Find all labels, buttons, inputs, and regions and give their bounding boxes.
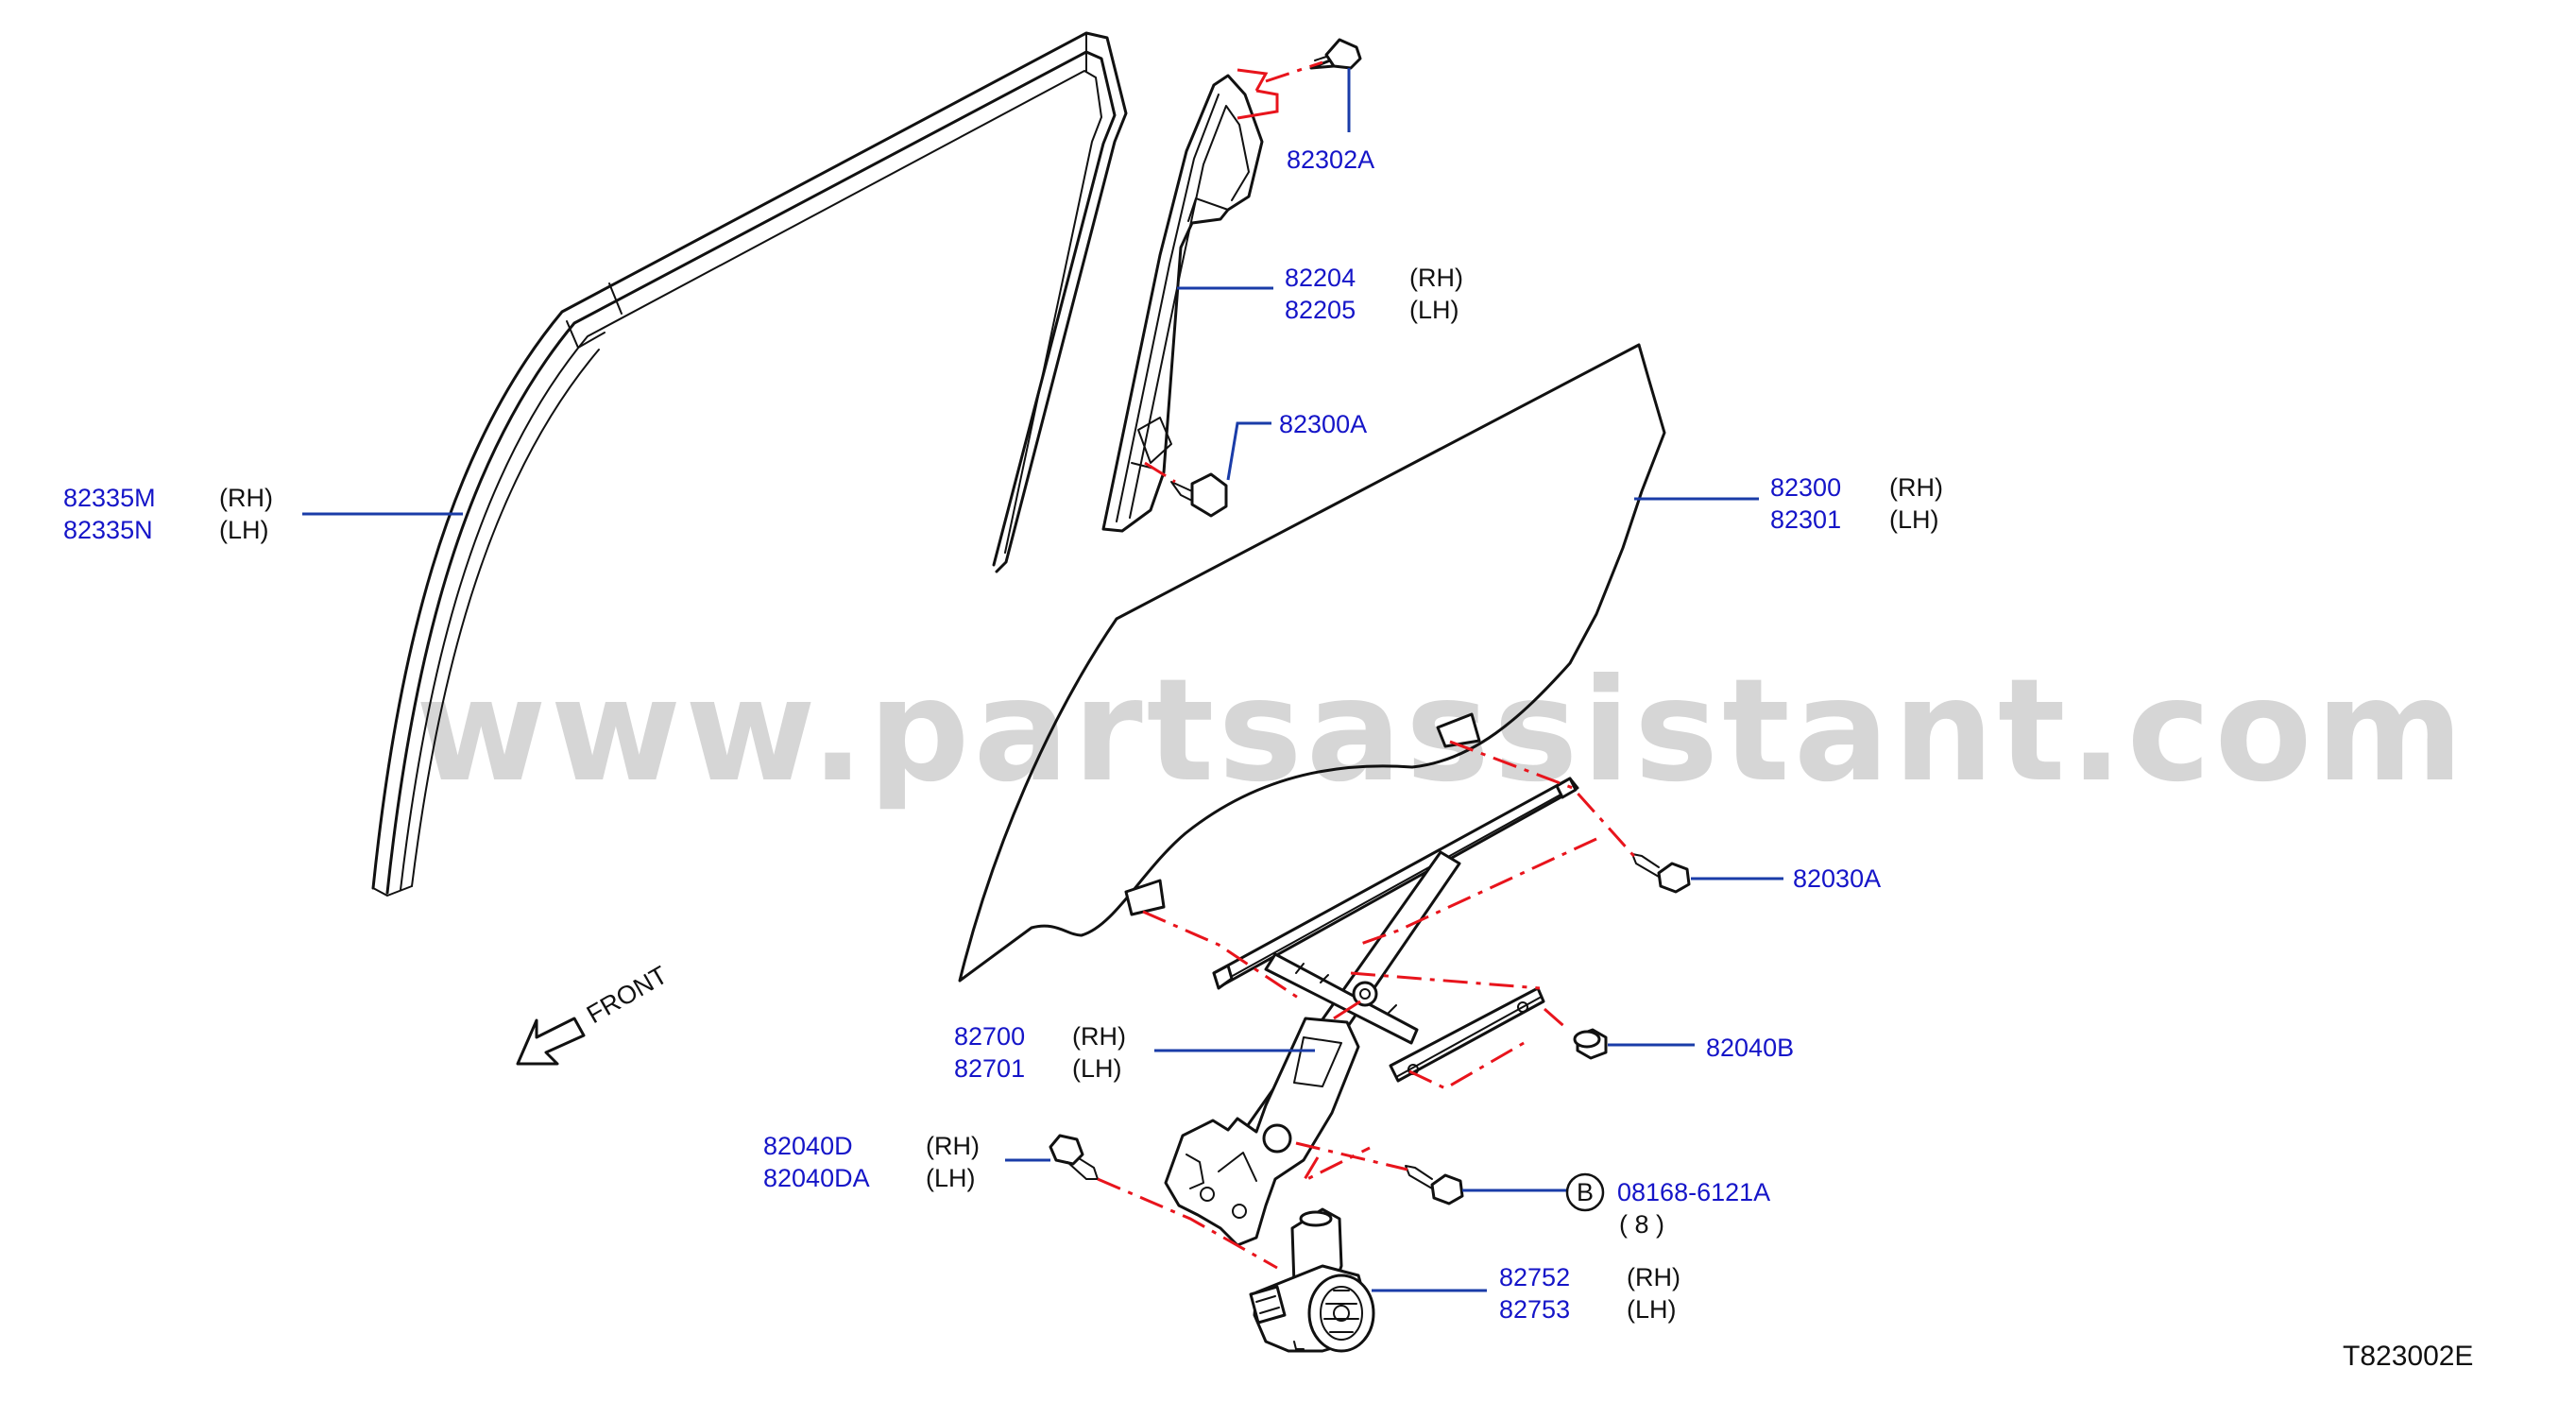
- callout-82302a[interactable]: 82302A: [1287, 145, 1374, 174]
- clip-assembly-line: [1237, 68, 1279, 120]
- side-lh: (LH): [1627, 1295, 1677, 1324]
- clip-82302a: [1309, 38, 1362, 70]
- callout-82752[interactable]: 82752 (RH) 82753 (LH): [1499, 1263, 1680, 1324]
- part-number[interactable]: 82300A: [1279, 410, 1367, 438]
- bolt-82040d: [1049, 1134, 1099, 1180]
- part-number-rh[interactable]: 82300: [1770, 473, 1841, 502]
- callout-82700[interactable]: 82700 (RH) 82701 (LH): [954, 1022, 1126, 1083]
- side-lh: (LH): [1072, 1054, 1122, 1083]
- part-number[interactable]: 82302A: [1287, 145, 1374, 174]
- part-number-rh[interactable]: 82040D: [763, 1132, 853, 1160]
- part-number-lh[interactable]: 82701: [954, 1054, 1025, 1083]
- part-number-rh[interactable]: 82335M: [63, 484, 156, 512]
- part-number-lh[interactable]: 82205: [1285, 296, 1356, 324]
- callout-82040b[interactable]: 82040B: [1706, 1034, 1794, 1062]
- side-lh: (LH): [1409, 296, 1459, 324]
- leader-lines: [302, 68, 1783, 1292]
- diagram-code: T823002E: [2343, 1341, 2473, 1372]
- bolt-82300a-dash: [1144, 461, 1176, 484]
- side-rh: (RH): [1409, 264, 1463, 292]
- bolt-82030a: [1631, 853, 1691, 894]
- clip-dash-line: [1265, 60, 1323, 83]
- side-lh: (LH): [926, 1164, 976, 1192]
- callout-82300[interactable]: 82300 (RH) 82301 (LH): [1770, 473, 1943, 534]
- part-number-lh[interactable]: 82335N: [63, 516, 153, 544]
- part-number-rh[interactable]: 82752: [1499, 1263, 1570, 1291]
- quantity: ( 8 ): [1619, 1210, 1664, 1239]
- side-rh: (RH): [1627, 1263, 1680, 1291]
- part-number-rh[interactable]: 82204: [1285, 264, 1356, 292]
- callout-82204[interactable]: 82204 (RH) 82205 (LH): [1285, 264, 1463, 324]
- nut-82040b: [1573, 1028, 1608, 1060]
- callout-82030a[interactable]: 82030A: [1793, 864, 1881, 893]
- door-sash-molding: [371, 31, 1128, 897]
- bolt-08168: [1405, 1165, 1464, 1205]
- window-regulator: [1164, 777, 1579, 1247]
- part-number-lh[interactable]: 82301: [1770, 505, 1841, 534]
- window-motor: [1249, 1207, 1375, 1353]
- door-glass: [958, 343, 1666, 983]
- part-number[interactable]: 08168-6121A: [1617, 1178, 1770, 1206]
- side-rh: (RH): [926, 1132, 980, 1160]
- part-number-lh[interactable]: 82753: [1499, 1295, 1570, 1324]
- glass-run-channel: [1101, 74, 1264, 533]
- callout-82300a[interactable]: 82300A: [1279, 410, 1367, 438]
- side-rh: (RH): [219, 484, 273, 512]
- bolt-82300a: [1170, 472, 1228, 518]
- side-rh: (RH): [1889, 473, 1943, 502]
- callout-82040d[interactable]: 82040D (RH) 82040DA (LH): [763, 1132, 980, 1192]
- part-number[interactable]: 82040B: [1706, 1034, 1794, 1062]
- badge-letter: B: [1577, 1178, 1594, 1206]
- part-number[interactable]: 82030A: [1793, 864, 1881, 893]
- side-lh: (LH): [1889, 505, 1939, 534]
- front-label: FRONT: [582, 961, 673, 1029]
- part-number-rh[interactable]: 82700: [954, 1022, 1025, 1051]
- side-lh: (LH): [219, 516, 269, 544]
- side-rh: (RH): [1072, 1022, 1126, 1051]
- callout-08168[interactable]: B 08168-6121A ( 8 ): [1565, 1172, 1770, 1239]
- bolt-group-badge: [1565, 1172, 1605, 1212]
- part-number-lh[interactable]: 82040DA: [763, 1164, 870, 1192]
- callout-82335[interactable]: 82335M (RH) 82335N (LH): [63, 484, 273, 544]
- assembly-lines: [1097, 740, 1641, 1270]
- front-arrow: FRONT: [516, 961, 673, 1066]
